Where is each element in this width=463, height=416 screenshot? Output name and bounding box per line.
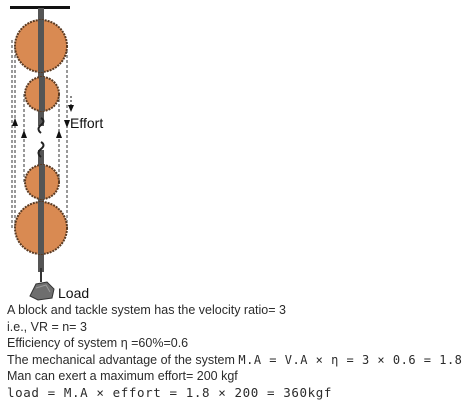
line-efficiency: Efficiency of system η =60%=0.6: [7, 336, 189, 350]
load-stone: [29, 281, 55, 301]
ma-equation: M.A = V.A × η = 3 × 0.6 = 1.8: [238, 352, 463, 367]
rope-arrows: [12, 118, 70, 138]
line-mechanical-advantage: The mechanical advantage of the system M…: [7, 352, 463, 369]
load-label: Load: [58, 285, 89, 301]
solution-text: A block and tackle system has the veloci…: [7, 302, 463, 401]
line-vr-value: i.e., VR = n= 3: [7, 319, 87, 334]
lower-pulley-large: [14, 201, 68, 255]
ropes: [11, 40, 68, 230]
pulley-diagram: Effort Load: [10, 6, 103, 301]
ceiling-bar: [10, 6, 70, 9]
line-max-effort: Man can exert a maximum effort= 200 kgf: [7, 369, 238, 384]
upper-hook: [37, 117, 45, 134]
upper-pulley-small: [24, 76, 60, 112]
effort-label: Effort: [70, 115, 103, 131]
lower-hook: [37, 141, 45, 158]
line-load-equation: load = M.A × effort = 1.8 × 200 = 360kgf: [7, 384, 333, 400]
effort-arrow: [68, 96, 74, 112]
upper-pulley-large: [14, 19, 68, 73]
ma-prefix: The mechanical advantage of the system: [7, 352, 239, 367]
line-velocity-ratio: A block and tackle system has the veloci…: [7, 303, 286, 317]
lower-pulley-small: [24, 164, 60, 200]
